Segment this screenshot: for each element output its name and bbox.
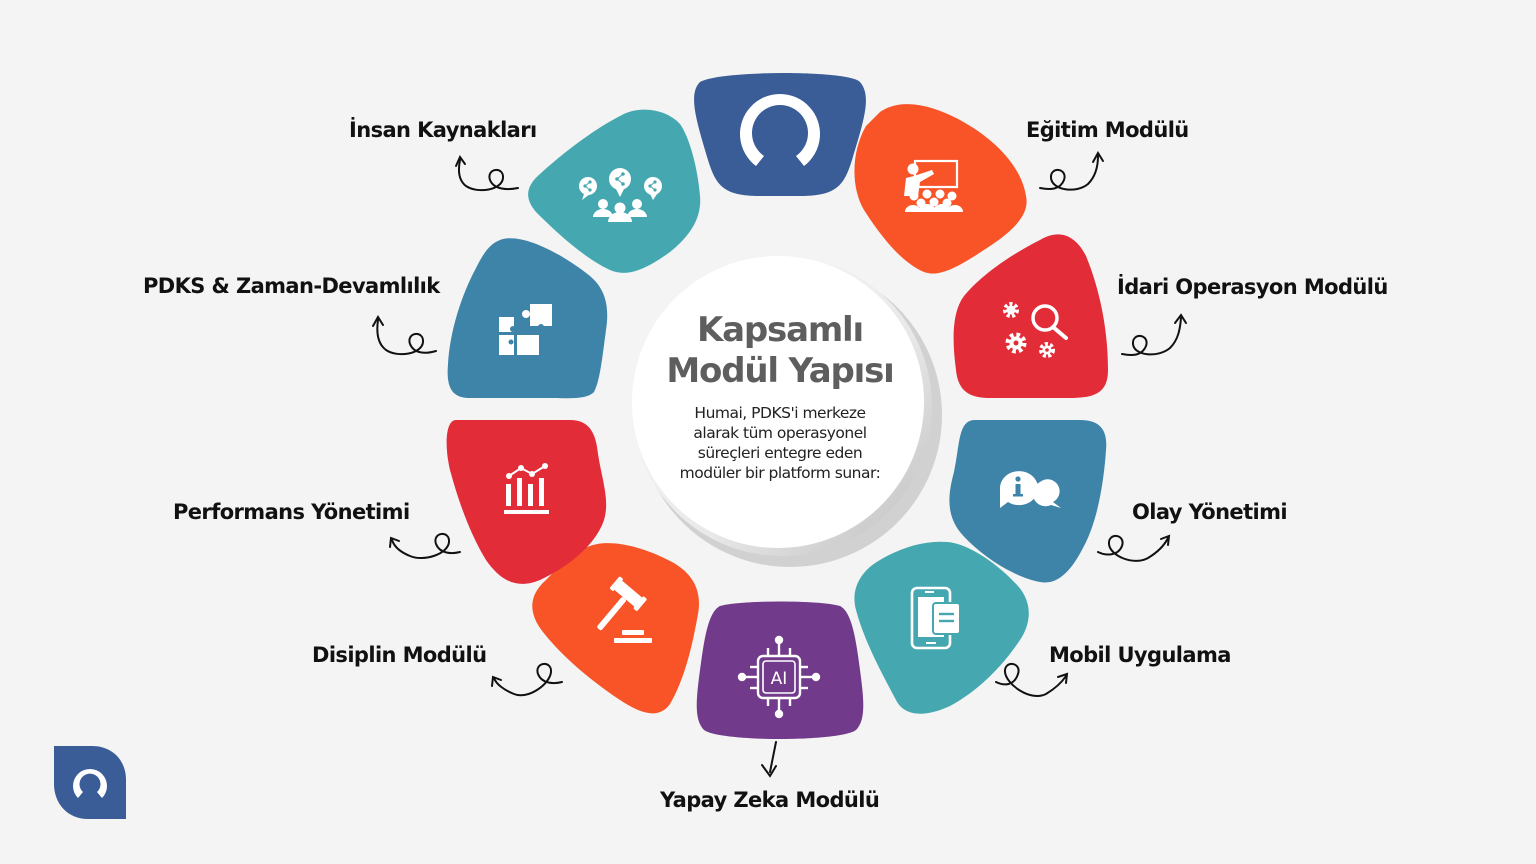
segment-egitim[interactable] <box>854 104 1027 274</box>
center-title-line2: Modül Yapısı <box>666 351 894 392</box>
mobile-app-icon <box>910 586 961 650</box>
segment-insan-kaynaklari[interactable] <box>528 109 701 273</box>
team-share-icon <box>579 168 662 222</box>
segment-mobil-uygulama[interactable] <box>854 541 1029 714</box>
label-insan-kaynaklari: İnsan Kaynakları <box>349 118 537 142</box>
label-pdks: PDKS & Zaman-Devamlılık <box>143 274 440 298</box>
arrow-yapay-zeka <box>769 741 777 773</box>
gears-search-icon <box>1003 302 1068 358</box>
center-title-line1: Kapsamlı <box>697 310 864 350</box>
segment-olay-yonetimi[interactable] <box>949 420 1107 583</box>
humai-logo-icon <box>740 94 820 166</box>
segment-top[interactable] <box>694 73 866 196</box>
arrow-idari <box>1121 317 1182 356</box>
svg-text:AI: AI <box>771 669 788 689</box>
segment-yapay-zeka[interactable]: AI <box>696 601 864 740</box>
connector-arrows <box>372 151 1187 778</box>
label-egitim: Eğitim Modülü <box>1026 118 1189 142</box>
label-idari-operasyon: İdari Operasyon Modülü <box>1117 275 1388 299</box>
info-chat-icon <box>1000 471 1061 508</box>
label-mobil-uygulama: Mobil Uygulama <box>1049 643 1231 667</box>
arrow-performans <box>391 533 461 560</box>
ai-chip-icon: AI <box>737 635 821 719</box>
label-olay-yonetimi: Olay Yönetimi <box>1132 500 1288 524</box>
training-presentation-icon <box>904 159 963 212</box>
segment-idari-operasyon[interactable] <box>953 234 1108 398</box>
arrow-egitim <box>1039 155 1099 191</box>
arrow-mobil <box>995 663 1067 697</box>
gavel-icon <box>597 576 652 643</box>
label-disiplin: Disiplin Modülü <box>312 643 487 667</box>
segment-pdks[interactable] <box>447 238 608 399</box>
humai-logo-icon <box>54 746 126 819</box>
center-circle <box>632 256 942 567</box>
segment-disiplin[interactable] <box>532 543 699 714</box>
bar-chart-growth-icon <box>504 463 549 514</box>
arrow-olay <box>1097 535 1169 562</box>
arrow-pdks <box>376 319 437 356</box>
puzzle-icon <box>499 304 552 355</box>
label-yapay-zeka: Yapay Zeka Modülü <box>660 788 880 812</box>
label-performans: Performans Yönetimi <box>173 500 410 524</box>
arrow-insan-kaynaklari <box>457 159 519 192</box>
arrow-disiplin <box>493 663 563 697</box>
segment-performans[interactable] <box>446 420 607 584</box>
center-description: Humai, PDKS'i merkeze alarak tüm operasy… <box>679 403 881 483</box>
center-content: Kapsamlı Modül Yapısı Humai, PDKS'i merk… <box>634 300 926 484</box>
